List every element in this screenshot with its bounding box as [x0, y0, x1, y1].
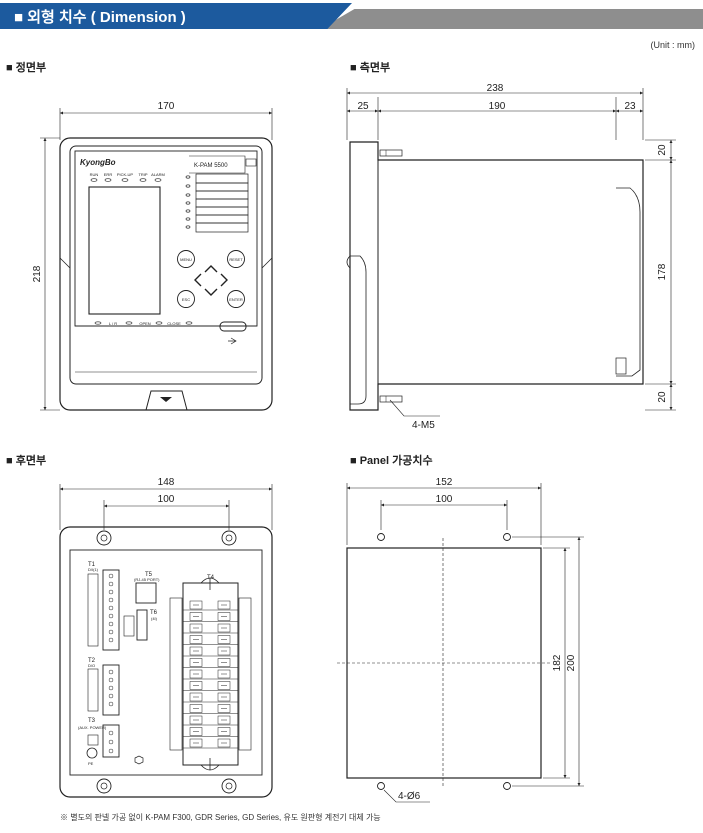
- t6-sub-label: (4I): [151, 616, 158, 621]
- rear-hole-spacing-label: 100: [158, 494, 175, 505]
- side-front-depth-label: 25: [357, 101, 369, 112]
- side-total-label: 238: [487, 83, 504, 94]
- panel-holes-label: 4-Ø6: [398, 791, 421, 802]
- side-bottom-offset-label: 20: [657, 391, 668, 403]
- enter-button-label: ENTER: [229, 297, 243, 302]
- side-rear-depth-label: 23: [624, 101, 636, 112]
- t1-connector: [102, 569, 120, 651]
- panel-total-height-label: 200: [566, 654, 577, 671]
- front-view: [40, 108, 273, 411]
- unit-label: (Unit : mm): [650, 40, 696, 50]
- esc-button: [177, 290, 195, 308]
- ground-label: PE: [88, 761, 94, 766]
- indicator-strips: [185, 173, 249, 233]
- t5-rj45-port: [135, 582, 157, 604]
- rear-outer-case: [59, 526, 273, 798]
- panel-view-title: ■ Panel 가공치수: [350, 455, 433, 467]
- led-label-pickup: PICK-UP: [117, 172, 134, 177]
- panel-hole-spacing-label: 100: [436, 494, 453, 505]
- rear-view-title: ■ 후면부: [6, 455, 47, 467]
- t5-label: T5: [145, 572, 153, 578]
- close-label: CLOSE: [167, 321, 181, 326]
- t3-connector: [102, 724, 120, 758]
- model-label: K-PAM 5500: [194, 163, 228, 169]
- led-label-alarm: ALARM: [151, 172, 165, 177]
- side-top-offset-label: 20: [657, 144, 668, 156]
- panel-width-label: 152: [436, 477, 453, 488]
- t4-terminal-block: [182, 582, 239, 766]
- front-view-title: ■ 정면부: [6, 62, 47, 74]
- led-label-err: ERR: [104, 172, 113, 177]
- t4-label: T4: [207, 575, 215, 581]
- t5-sub-label: (RJ-45 PORT): [134, 577, 160, 582]
- usb-port: [219, 321, 247, 332]
- t6-connector: [136, 609, 148, 641]
- reset-button-label: RESET: [229, 257, 243, 262]
- t1-label: T1: [88, 562, 96, 568]
- esc-button-label: ESC: [182, 297, 190, 302]
- t2-sub-label: D/O: [88, 663, 95, 668]
- header-gray-band: [320, 9, 703, 29]
- front-height-label: 218: [32, 265, 43, 282]
- side-body-depth-label: 190: [489, 101, 506, 112]
- status-leds: [90, 178, 162, 182]
- rear-width-label: 148: [158, 477, 175, 488]
- t3-label: T3: [88, 718, 96, 724]
- menu-button: [177, 250, 195, 268]
- front-width-label: 170: [158, 101, 175, 112]
- arrow-keys: [194, 265, 228, 296]
- lcd-screen: [88, 186, 161, 315]
- ground-terminal: [86, 747, 98, 759]
- led-label-trip: TRIP: [138, 172, 147, 177]
- enter-button: [227, 290, 245, 308]
- panel-cutout-view: [337, 483, 584, 803]
- t1-sub-label: D/I(1): [88, 567, 99, 572]
- reset-button: [227, 250, 245, 268]
- side-view: [346, 88, 676, 417]
- header-title: ■ 외형 치수 ( Dimension ): [14, 9, 186, 26]
- header-blue-band: [0, 3, 352, 29]
- footnote: ※ 별도의 판넬 가공 없이 K-PAM F300, GDR Series, G…: [60, 813, 381, 822]
- t3-sub-label: (AUX. POWER): [78, 725, 107, 730]
- side-body-outline: [349, 141, 644, 411]
- menu-button-label: MENU: [180, 257, 192, 262]
- panel-cut-height-label: 182: [552, 654, 563, 671]
- t2-connector: [102, 664, 120, 716]
- front-inner-frame: [69, 145, 263, 385]
- side-body-height-label: 178: [657, 263, 668, 280]
- side-screw-label: 4-M5: [412, 420, 435, 431]
- rear-view: [59, 484, 273, 798]
- lr-label: L / R: [109, 321, 117, 326]
- led-label-run: RUN: [90, 172, 99, 177]
- front-handle: [145, 390, 188, 411]
- rear-inner-plate: [69, 549, 263, 776]
- t6-label: T6: [150, 610, 158, 616]
- brand-logo: KyongBo: [80, 158, 116, 167]
- front-outer-case: [59, 137, 273, 411]
- section-header: ■ 외형 치수 ( Dimension ): [0, 3, 703, 29]
- t2-label: T2: [88, 658, 96, 664]
- open-label: OPEN: [139, 321, 150, 326]
- side-view-title: ■ 측면부: [350, 62, 391, 74]
